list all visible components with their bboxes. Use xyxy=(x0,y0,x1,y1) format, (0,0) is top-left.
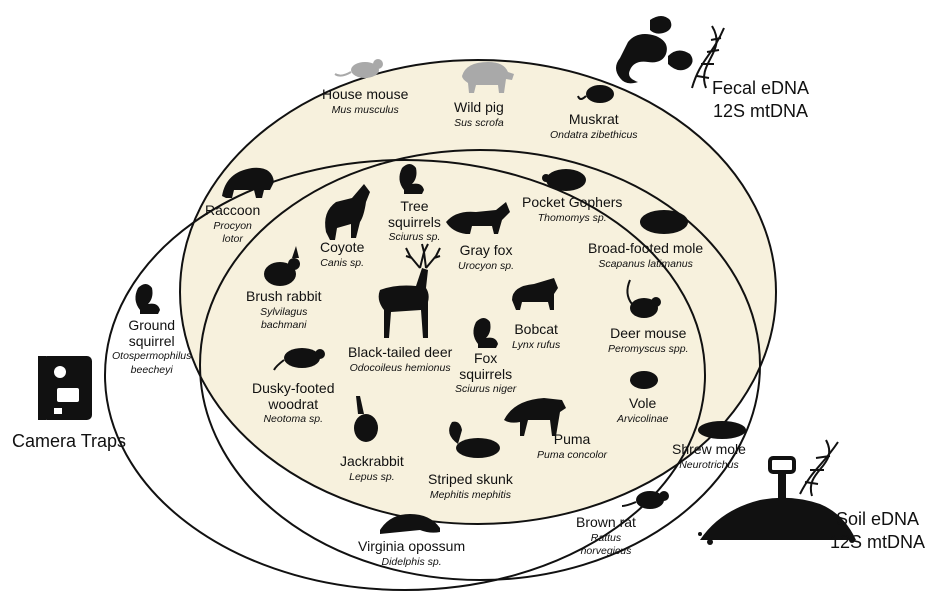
species-label-pocket-gophers: Pocket Gophers Thomomys sp. xyxy=(522,195,622,224)
species-label-deer-mouse: Deer mouse Peromyscus spp. xyxy=(608,326,689,355)
species-label-tree-squirrels: Tree squirrels Sciurus sp. xyxy=(388,199,441,244)
species-label-gray-fox: Gray fox Urocyon sp. xyxy=(458,243,514,272)
scat-dna-icon xyxy=(616,16,724,88)
species-label-house-mouse: House mouse Mus musculus xyxy=(322,87,408,116)
species-label-brush-rabbit: Brush rabbit Sylvilagus bachmani xyxy=(246,289,321,332)
mole-icon xyxy=(640,210,688,234)
species-label-vole: Vole Arvicolinae xyxy=(617,396,668,425)
species-label-brown-rat: Brown rat Rattus norvegicus xyxy=(576,515,636,558)
species-label-dusky-footed-woodrat: Dusky-footed woodrat Neotoma sp. xyxy=(252,381,334,426)
species-label-coyote: Coyote Canis sp. xyxy=(320,240,364,269)
rat-icon xyxy=(622,491,669,509)
species-label-virginia-opossum: Virginia opossum Didelphis sp. xyxy=(358,539,465,568)
species-label-wild-pig: Wild pig Sus scrofa xyxy=(454,100,504,129)
species-label-muskrat: Muskrat Ondatra zibethicus xyxy=(550,112,638,141)
species-label-bobcat: Bobcat Lynx rufus xyxy=(512,322,560,351)
species-label-puma: Puma Puma concolor xyxy=(537,432,607,461)
ground-squirrel-icon xyxy=(135,284,160,314)
species-label-ground-squirrel: Ground squirrel Otospermophilus beecheyi xyxy=(112,318,191,377)
species-label-fox-squirrels: Fox squirrels Sciurus niger xyxy=(455,351,516,396)
species-label-jackrabbit: Jackrabbit Lepus sp. xyxy=(340,454,404,483)
species-label-raccoon: Raccoon Procyon lotor xyxy=(205,203,260,246)
species-label-broad-footed-mole: Broad-footed mole Scapanus latimanus xyxy=(588,241,703,270)
vole-icon xyxy=(630,371,658,389)
shrew-mole-icon xyxy=(698,421,746,439)
species-label-striped-skunk: Striped skunk Mephitis mephitis xyxy=(428,472,513,501)
camera-traps-label: Camera Traps xyxy=(12,430,126,453)
species-label-shrew-mole: Shrew mole Neurotrichus xyxy=(672,442,746,471)
camera-trap-icon xyxy=(38,356,92,420)
species-label-black-tailed-deer: Black-tailed deer Odocoileus hemionus xyxy=(348,345,452,374)
